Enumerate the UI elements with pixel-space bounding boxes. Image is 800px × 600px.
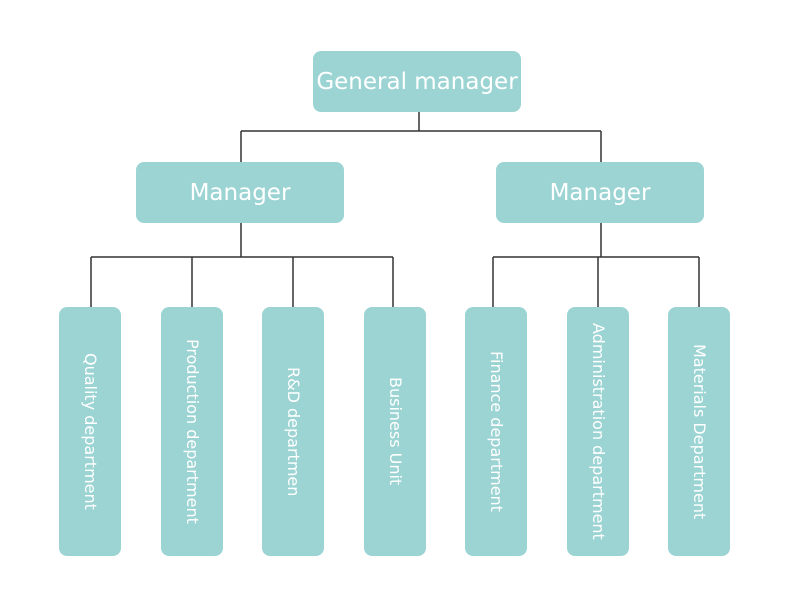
node-general-manager: General manager	[313, 51, 521, 112]
node-business-unit: Business Unit	[364, 307, 426, 556]
node-administration-department: Administration department	[567, 307, 629, 556]
node-manager-left: Manager	[136, 162, 344, 223]
node-manager-left-label: Manager	[189, 179, 291, 206]
node-materials-department: Materials Department	[668, 307, 730, 556]
node-quality-department-label: Quality department	[81, 353, 100, 510]
node-rnd-department: R&D departmen	[262, 307, 324, 556]
node-production-department: Production department	[161, 307, 223, 556]
node-rnd-department-label: R&D departmen	[284, 366, 303, 497]
node-finance-department-label: Finance department	[487, 351, 506, 512]
node-business-unit-label: Business Unit	[386, 377, 405, 486]
node-finance-department: Finance department	[465, 307, 527, 556]
node-administration-department-label: Administration department	[589, 323, 608, 540]
node-manager-right-label: Manager	[549, 179, 651, 206]
node-quality-department: Quality department	[59, 307, 121, 556]
node-manager-right: Manager	[496, 162, 704, 223]
node-materials-department-label: Materials Department	[690, 343, 709, 520]
node-production-department-label: Production department	[183, 339, 202, 524]
node-general-manager-label: General manager	[316, 68, 518, 95]
